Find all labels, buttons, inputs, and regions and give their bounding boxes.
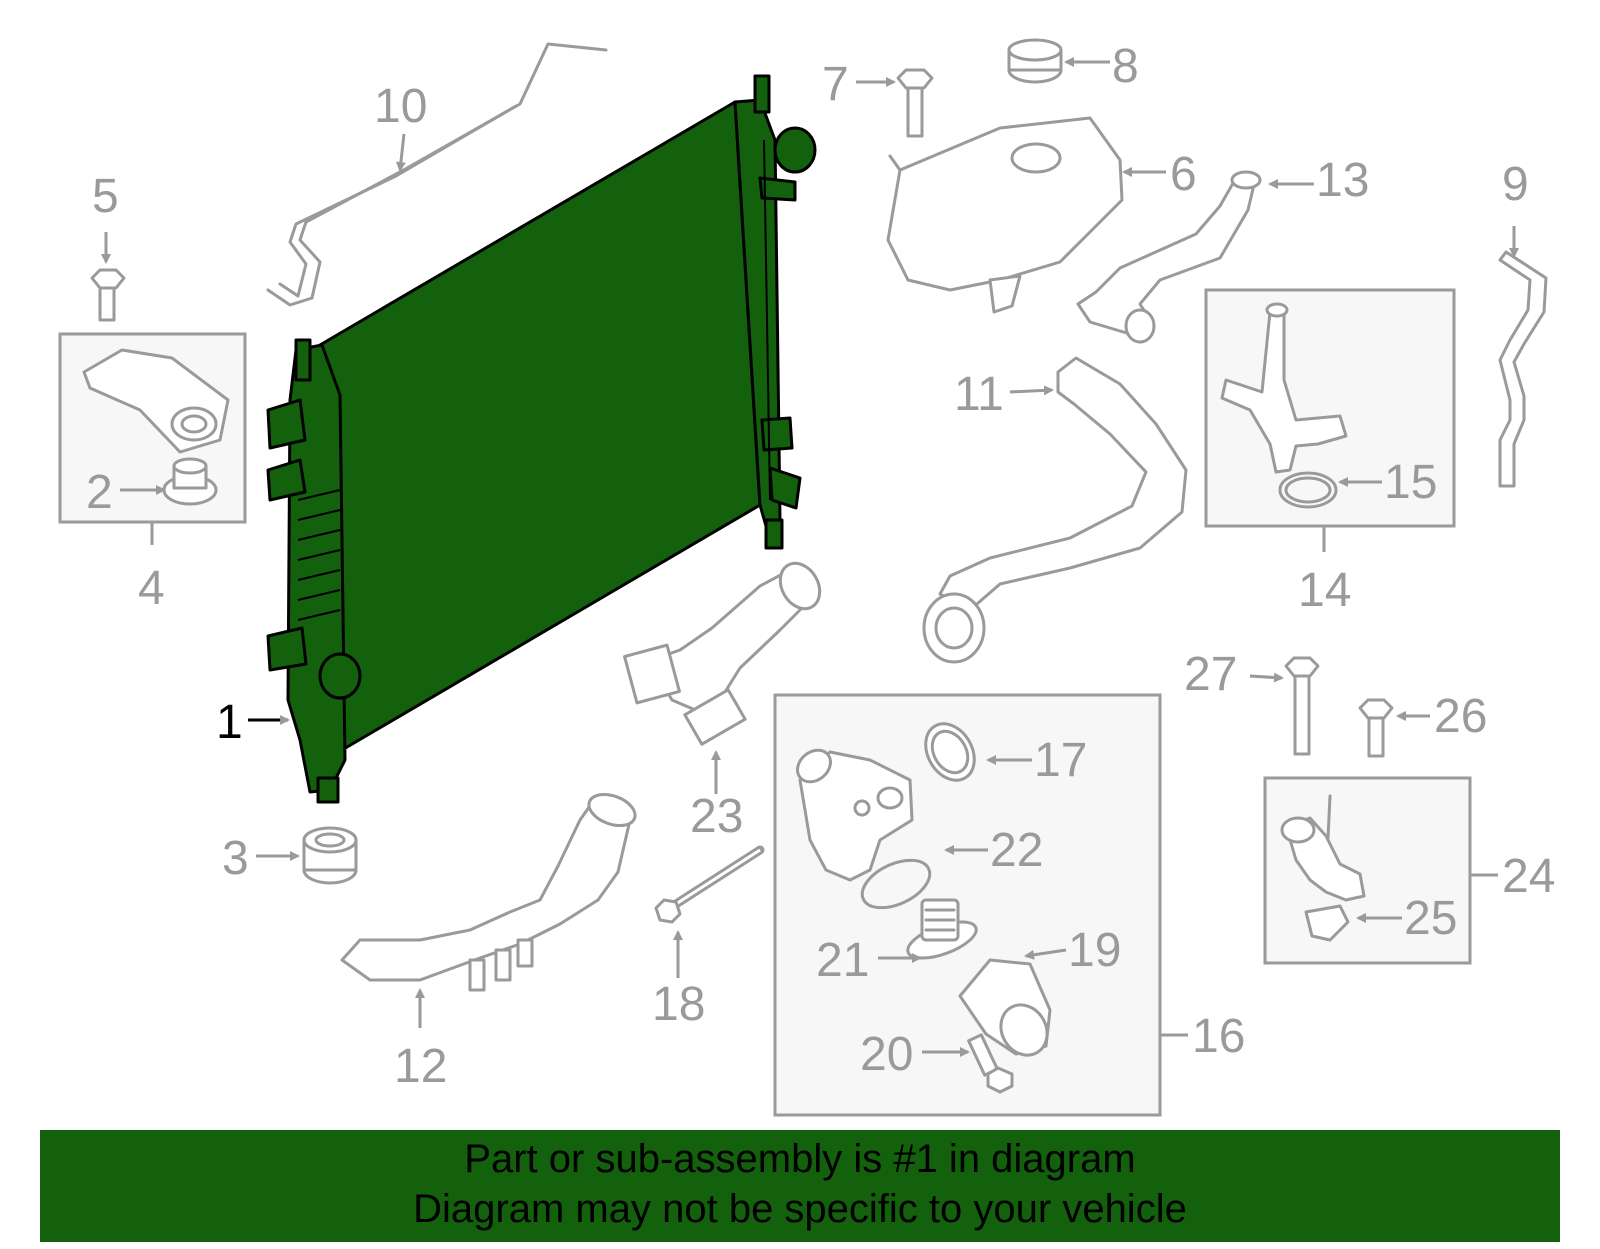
part-27-bolt [1284, 656, 1320, 756]
part-22-gasket [860, 858, 932, 910]
part-1-radiator [266, 74, 817, 804]
callout-7: 7 [822, 58, 849, 111]
parts-diagram: 1 2 3 4 5 6 7 8 9 10 11 12 13 14 15 16 1… [58, 38, 1555, 1117]
callout-2: 2 [86, 466, 113, 519]
part-23-hose [623, 561, 822, 746]
part-24-housing [1280, 794, 1366, 902]
callout-21: 21 [816, 934, 869, 987]
callout-17: 17 [1034, 734, 1087, 787]
callout-15: 15 [1384, 456, 1437, 509]
part-13-hose [1076, 170, 1262, 344]
part-5-bolt [90, 268, 126, 322]
callout-10: 10 [374, 80, 427, 133]
part-26-bolt [1358, 698, 1394, 758]
part-16-housing [796, 748, 914, 882]
part-18-bolt [654, 845, 765, 924]
callout-8: 8 [1112, 40, 1139, 93]
callout-14: 14 [1298, 564, 1351, 617]
callout-25: 25 [1404, 892, 1457, 945]
callout-11: 11 [954, 368, 1004, 421]
callout-4: 4 [138, 562, 165, 615]
part-3-insulator [302, 826, 358, 885]
part-12-hose [340, 792, 637, 992]
callout-20: 20 [860, 1028, 913, 1081]
banner-line-2: Diagram may not be specific to your vehi… [413, 1187, 1187, 1231]
part-15-oring [1278, 471, 1338, 509]
part-6-reservoir [886, 116, 1124, 314]
leader-arrows [101, 57, 1519, 1057]
callout-27: 27 [1184, 648, 1237, 701]
part-10-hose [266, 42, 608, 307]
callout-5: 5 [92, 170, 119, 223]
part-11-hose [922, 356, 1188, 664]
callout-9: 9 [1502, 158, 1529, 211]
part-4-bracket [82, 348, 230, 454]
callout-1: 1 [216, 696, 243, 749]
callout-6: 6 [1170, 148, 1197, 201]
banner-line-1: Part or sub-assembly is #1 in diagram [464, 1137, 1136, 1181]
callout-24: 24 [1502, 850, 1555, 903]
callout-13: 13 [1316, 154, 1369, 207]
part-21-thermostat [906, 898, 978, 960]
part-9-hose [1498, 250, 1548, 488]
callout-12: 12 [394, 1040, 447, 1093]
part-8-cap [1007, 38, 1063, 84]
callout-22: 22 [990, 824, 1043, 877]
callout-18: 18 [652, 978, 705, 1031]
info-banner: Part or sub-assembly is #1 in diagram Di… [40, 1130, 1560, 1242]
callout-16: 16 [1192, 1010, 1245, 1063]
callout-26: 26 [1434, 690, 1487, 743]
callout-23: 23 [690, 790, 743, 843]
part-19-cover [958, 958, 1052, 1057]
callout-19: 19 [1068, 924, 1121, 977]
part-17-seal [924, 722, 976, 782]
part-14-fitting [1220, 302, 1348, 474]
callout-3: 3 [222, 832, 249, 885]
part-20-bolt [967, 1033, 1014, 1094]
group-box-24 [1263, 776, 1472, 965]
part-25-gasket [1304, 904, 1350, 942]
part-7-bolt [896, 68, 934, 138]
